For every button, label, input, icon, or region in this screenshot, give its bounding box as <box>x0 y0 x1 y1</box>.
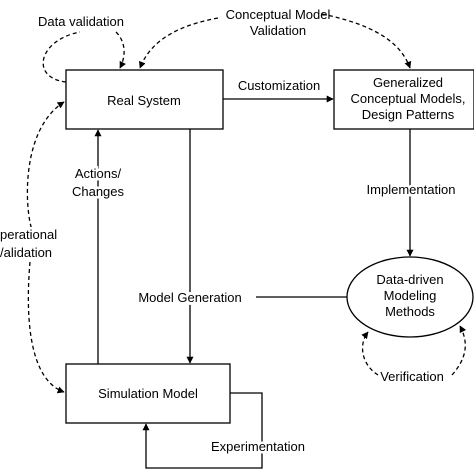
experimentation-label: Experimentation <box>211 439 305 454</box>
actions-changes-label-line-1: Actions/ <box>75 166 122 181</box>
real-system-box <box>65 69 224 130</box>
real-system-label: Real System <box>107 93 181 108</box>
simulation-model-label: Simulation Model <box>98 386 198 401</box>
data-validation-loop-left <box>42 31 81 83</box>
verification-loop-left <box>361 331 379 376</box>
conceptual-validation-right-arrow <box>321 13 412 69</box>
generalized-label-line-2: Conceptual Models, <box>351 91 466 106</box>
simulation-model-box <box>65 363 231 424</box>
implementation-label: Implementation <box>367 182 456 197</box>
conceptual-validation-label-line-2: Validation <box>250 23 306 38</box>
conceptual-validation-label-line-1: Conceptual Model <box>226 7 331 22</box>
generalized-models-box <box>333 69 474 130</box>
data-driven-label-line-2: Modeling <box>384 288 437 303</box>
verification-loop-right <box>451 325 467 376</box>
generalized-label-line-1: Generalized <box>373 75 443 90</box>
generalized-label-line-3: Design Patterns <box>362 107 455 122</box>
data-driven-label-line-1: Data-driven <box>376 272 443 287</box>
experimentation-loop-arrow <box>142 392 263 469</box>
data-validation-loop-right <box>115 31 126 69</box>
operational-validation-lower-arrow <box>27 261 65 394</box>
operational-validation-label-line-1: perational <box>0 227 57 242</box>
customization-label: Customization <box>238 78 320 93</box>
data-validation-label: Data validation <box>38 14 124 29</box>
operational-validation-upper-arrow <box>26 101 65 231</box>
model-generation-label: Model Generation <box>138 290 241 305</box>
operational-validation-label-line-2: /alidation <box>0 245 52 260</box>
verification-label: Verification <box>380 369 444 384</box>
data-driven-label-line-3: Methods <box>385 304 435 319</box>
conceptual-validation-left-arrow <box>138 17 219 69</box>
actions-changes-label-line-2: Changes <box>72 184 125 199</box>
